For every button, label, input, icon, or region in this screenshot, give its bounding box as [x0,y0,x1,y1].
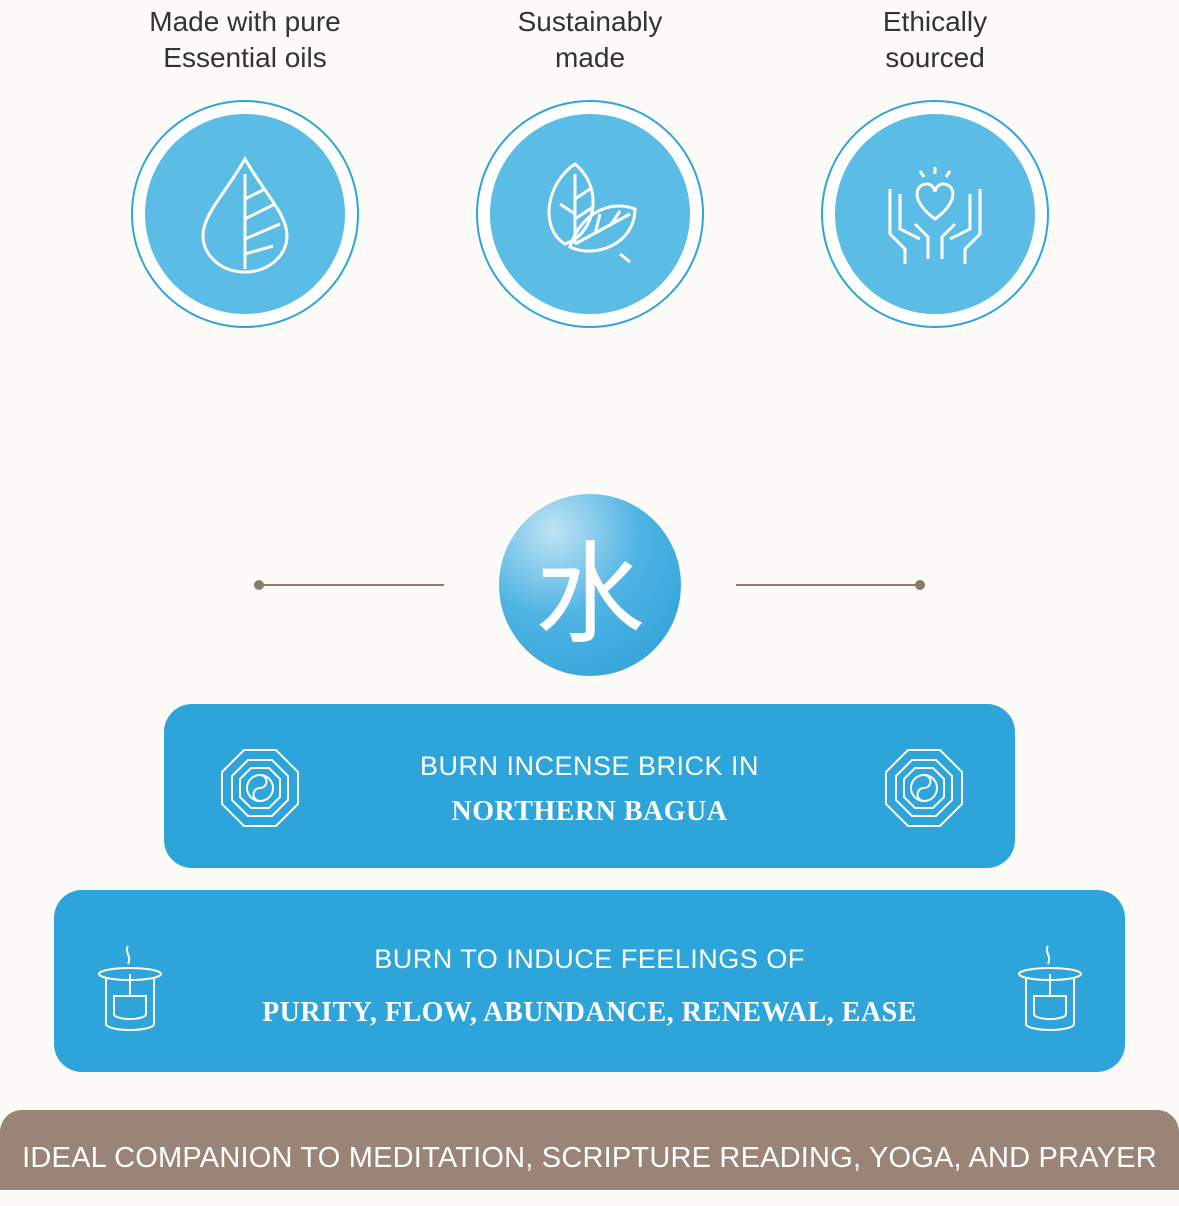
incense-burner-icon [1018,945,1082,1031]
incense-burner-icon [98,945,162,1031]
bagua-icon [885,749,963,827]
footer-text: IDEAL COMPANION TO MEDITATION, SCRIPTURE… [22,1142,1157,1174]
feelings-line2: PURITY, FLOW, ABUNDANCE, RENEWAL, EASE [262,997,917,1028]
bagua-line2: NORTHERN BAGUA [451,796,728,827]
feature-sustainable: Sustainably made [440,0,740,328]
bagua-line1: BURN INCENSE BRICK IN [419,751,760,781]
feature-label: Ethically sourced [882,6,988,73]
footer-banner: IDEAL COMPANION TO MEDITATION, SCRIPTURE… [0,1110,1179,1190]
feature-label: Made with pure Essential oils [149,6,341,73]
feature-essential-oils: Made with pure Essential oils [95,0,395,328]
water-character-icon: 水 [499,494,681,676]
bagua-icon [221,749,299,827]
feature-ethical: Ethically sourced [785,0,1085,328]
divider-line-left [258,584,444,586]
oil-drop-leaf-icon [145,114,345,314]
feelings-box: BURN TO INDUCE FEELINGS OF PURITY, FLOW,… [54,890,1125,1072]
bagua-box: BURN INCENSE BRICK IN NORTHERN BAGUA [164,704,1015,868]
feature-label: Sustainably made [517,6,663,73]
feelings-line1: BURN TO INDUCE FEELINGS OF [374,944,805,974]
leaves-icon [490,114,690,314]
divider-line-right [736,584,920,586]
divider-dot-right [915,580,925,590]
hands-heart-icon [835,114,1035,314]
